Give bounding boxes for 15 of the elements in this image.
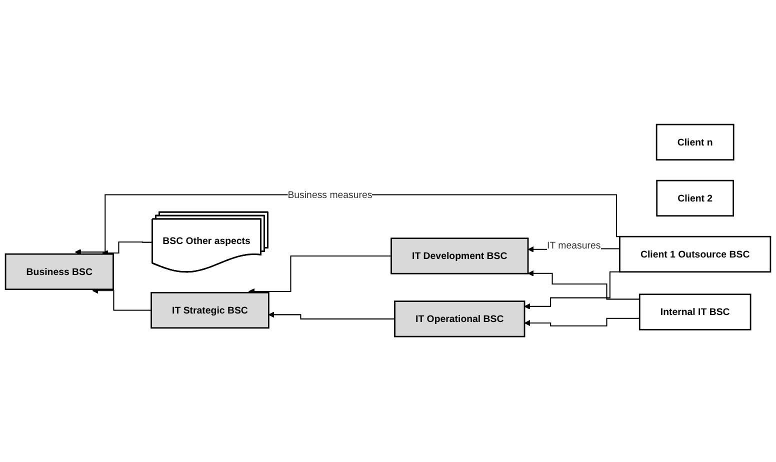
node-box: IT Operational BSC [394,301,526,338]
node-box: IT Development BSC [390,238,529,275]
arrow [268,312,395,320]
edge-label: Business measures [288,189,372,200]
edge-label: IT measures [547,240,601,252]
arrow [524,318,640,327]
node-box: Client 2 [656,180,734,217]
arrow [92,288,152,312]
node-box: Internal IT BSC [638,294,752,331]
arrow [528,270,640,300]
arrow [248,256,392,295]
node-box: Client 1 Outsource BSC [619,236,772,274]
node-box: Client n [656,124,734,161]
node-box: IT Strategic BSC [150,292,270,330]
node-box: Business BSC [4,254,114,290]
